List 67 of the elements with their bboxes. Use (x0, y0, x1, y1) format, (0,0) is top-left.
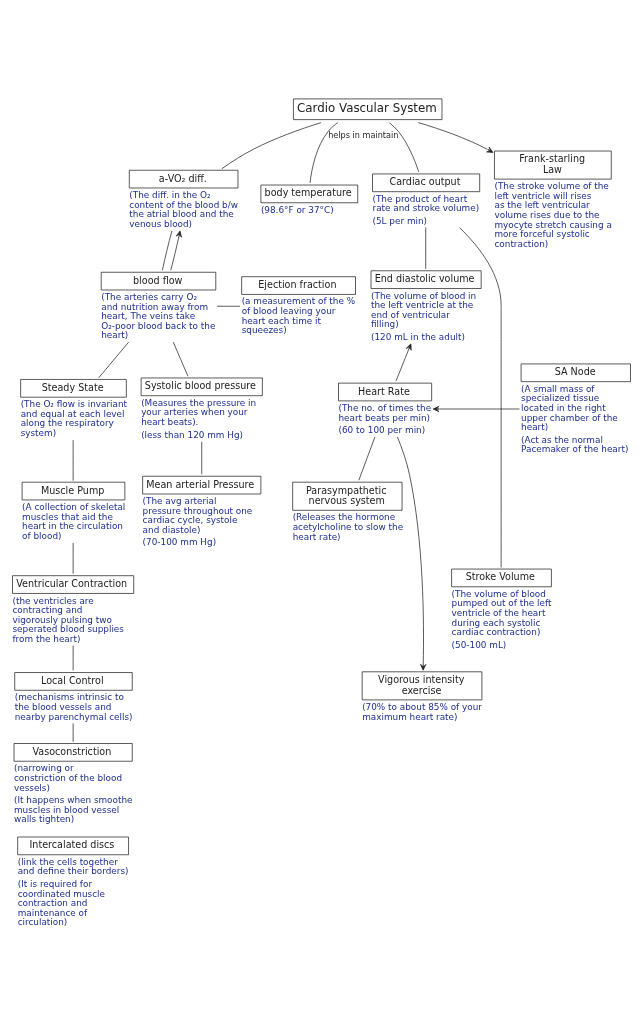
node-label: (narrowing or constriction of the blood vessels) (13, 762, 123, 793)
node-label: (The product of heart rate and stroke volume) (372, 193, 480, 213)
node-label: (Releases the hormone acetylcholine to slow the heart rate) (292, 511, 404, 542)
node-box: Frank-starling Law (494, 150, 612, 179)
node-box: Cardio Vascular System (293, 98, 443, 120)
node-box: Systolic blood pressure (140, 377, 263, 396)
connector (358, 436, 376, 481)
node-box: SA Node (520, 363, 631, 382)
connector (72, 644, 74, 671)
node-label: (the ventricles are contracting and vigorously pulsing two seperated blood supplies from the heart) (12, 595, 124, 644)
node-label: (70-100 mm Hg) (142, 536, 217, 547)
connector (459, 226, 502, 568)
node-box: body temperature (260, 184, 359, 203)
node-label: (5L per min) (372, 215, 428, 226)
node-label: (The no. of times the heart beats per min) (338, 402, 432, 423)
node-box: Steady State (20, 378, 127, 398)
connector (221, 121, 322, 169)
node-label: (The stroke volume of the left ventricle will rises as the left ventricular volume rises due to the myocyte stretch causing a more forceful systolic contraction) (494, 180, 612, 249)
node-label: (It happens when smoothe muscles in blood vessel walls tighten) (13, 794, 133, 824)
node-box: blood flow (100, 271, 217, 290)
node-label: (The diff. in the O₂ content of the blood b/w the atrial blood and the venous blood) (129, 189, 238, 229)
node-label: (link the cells together and define their borders) (17, 856, 129, 876)
node-box: Ejection fraction (241, 275, 356, 295)
node-label: (A small mass of specialized tissue located in the right upper chamber of the heart) (521, 383, 618, 432)
node-label: (The arteries carry O₂ and nutrition away from heart, The veins take O₂-poor blood back to the heart) (101, 291, 216, 340)
connector (309, 121, 339, 183)
connector (72, 722, 74, 742)
arrow (395, 343, 412, 381)
node-box: Mean arterial Pressure (142, 475, 262, 494)
node-box: a-VO₂ diff. (128, 169, 239, 188)
node-box: Cardiac output (372, 173, 481, 192)
node-label: (Act as the normal Pacemaker of the heart) (521, 434, 629, 454)
connector (172, 341, 189, 377)
connector (72, 542, 74, 574)
arrow (170, 230, 182, 271)
node-box: Local Control (14, 671, 133, 691)
node-box: Heart Rate (338, 382, 432, 401)
node-label: (The avg arterial pressure throughout one cardiac cycle, systole and diastole) (142, 495, 253, 535)
node-label: (98.6°F or 37°C) (260, 204, 334, 215)
node-label: (A collection of skeletal muscles that aid the heart in the circulation of blood) (22, 501, 126, 541)
node-label: (120 mL in the adult) (371, 331, 465, 342)
arrow (432, 405, 520, 412)
node-box: Stroke Volume (451, 568, 552, 587)
node-box: End diastolic volume (370, 269, 482, 289)
node-box: Muscle Pump (21, 481, 126, 500)
node-label: (The O₂ flow is invariant and equal at each level along the respiratory system) (20, 398, 128, 438)
node-box: Parasympathetic nervous system (292, 481, 403, 511)
node-box: Vasoconstriction (13, 742, 133, 762)
node-label: (It is required for coordinated muscle contraction and maintenance of circulation) (17, 878, 106, 927)
node-label: (a measurement of the % of blood leaving your heart each time it squeezes) (241, 295, 356, 335)
arrow (418, 121, 494, 153)
node-label: (less than 120 mm Hg) (141, 429, 244, 440)
connector (162, 230, 173, 271)
connector (98, 341, 129, 378)
node-label: (50-100 mL) (451, 639, 507, 650)
node-label: (The volume of blood in the left ventricle at the end of ventricular filling) (371, 290, 477, 329)
node-label: (mechanisms intrinsic to the blood vessels and nearby parenchymal cells) (14, 691, 133, 722)
node-label: (70% to about 85% of your maximum heart rate) (362, 701, 482, 722)
node-label: (The volume of blood pumped out of the left ventricle of the heart during each systolic cardiac contraction) (451, 588, 552, 637)
node-box: Ventricular Contraction (12, 574, 135, 594)
edge-label: helps in maintain (328, 129, 399, 140)
node-box: Intercalated discs (17, 836, 129, 855)
node-box: Vigorous intensity exercise (361, 670, 483, 700)
arrow (397, 436, 427, 671)
node-label: (60 to 100 per min) (338, 424, 426, 435)
connector (389, 121, 420, 172)
node-label: (Measures the pressure in your arteries when your heart beats). (141, 397, 257, 427)
